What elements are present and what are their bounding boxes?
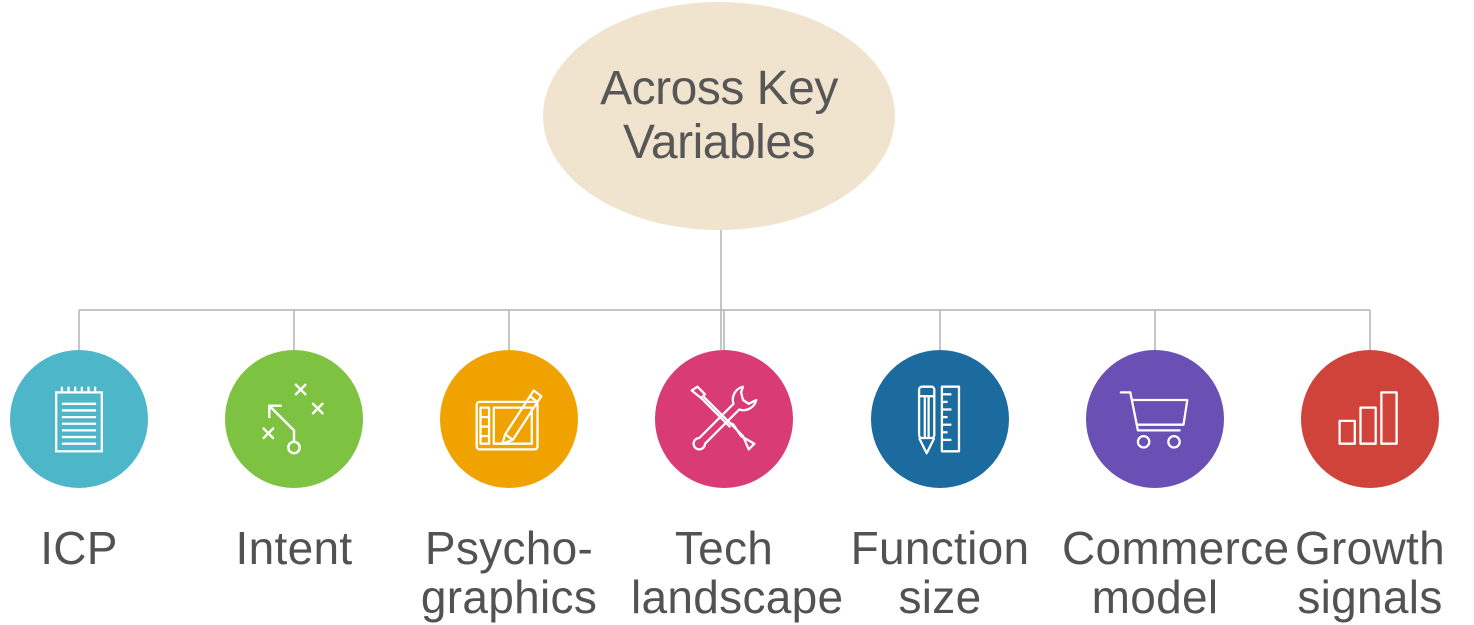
child-label-psychographics: Psycho- graphics — [416, 524, 602, 622]
tools-icon — [690, 385, 758, 451]
child-circle-psychographics — [440, 350, 578, 488]
child-label-line-2: graphics — [420, 571, 598, 623]
child-node-commerce-model: Commerce model — [1062, 350, 1289, 625]
child-node-intent: Intent — [219, 350, 369, 625]
child-label-function-size: Function size — [847, 524, 1033, 622]
drawing-tablet-icon — [475, 389, 543, 451]
child-node-psychographics: Psycho- graphics — [421, 350, 597, 625]
child-circle-function-size — [871, 350, 1009, 488]
child-label-line-1: Psycho- — [424, 522, 594, 574]
child-label-growth-signals: Growth signals — [1277, 524, 1463, 622]
child-label-line-1: Tech — [674, 522, 774, 574]
child-circle-growth-signals — [1301, 350, 1439, 488]
child-node-icp: ICP — [4, 350, 154, 625]
root-node: Across Key Variables — [543, 2, 895, 230]
shopping-cart-icon — [1119, 391, 1189, 449]
child-label-line-1: Commerce — [1062, 522, 1290, 574]
child-node-function-size: Function size — [851, 350, 1029, 625]
child-circle-icp — [10, 350, 148, 488]
root-label: Across Key Variables — [584, 62, 854, 170]
child-circle-intent — [225, 350, 363, 488]
root-label-line-1: Across Key — [600, 62, 838, 116]
child-label-line-1: ICP — [40, 522, 118, 574]
child-node-tech-landscape: Tech landscape — [631, 350, 843, 625]
child-label-line-1: Intent — [235, 522, 353, 574]
connector-group — [78, 230, 1371, 350]
child-circle-commerce-model — [1086, 350, 1224, 488]
child-label-tech-landscape: Tech landscape — [631, 522, 844, 623]
child-label-icp: ICP — [0, 524, 172, 573]
bar-chart-icon — [1338, 391, 1398, 445]
child-circle-tech-landscape — [655, 350, 793, 488]
child-label-line-1: Function — [850, 522, 1030, 574]
pencil-ruler-icon — [917, 385, 961, 455]
strategy-play-icon — [262, 383, 324, 455]
child-label-line-1: Growth — [1294, 522, 1446, 574]
child-label-line-2: model — [1091, 571, 1219, 623]
child-label-line-2: landscape — [631, 571, 844, 623]
child-node-growth-signals: Growth signals — [1295, 350, 1445, 625]
child-label-line-2: signals — [1297, 571, 1443, 623]
child-label-line-2: size — [898, 571, 982, 623]
root-label-line-2: Variables — [622, 116, 816, 169]
child-label-commerce-model: Commerce model — [1062, 522, 1290, 623]
child-label-intent: Intent — [201, 524, 387, 573]
notepad-icon — [55, 386, 103, 453]
